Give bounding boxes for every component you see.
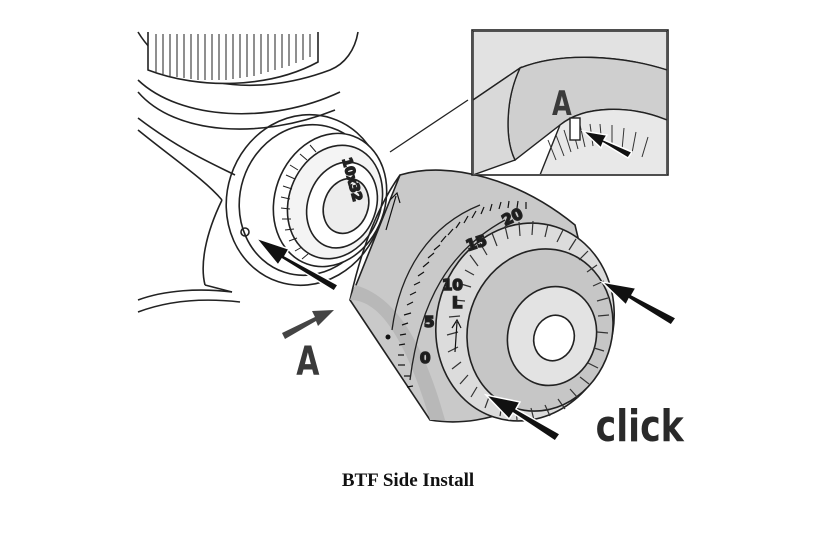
scope-body bbox=[137, 31, 385, 313]
dial-letter-L: L bbox=[452, 293, 462, 312]
inset-label-a: A bbox=[552, 84, 572, 124]
index-dot bbox=[385, 334, 391, 340]
inset-leader-line bbox=[389, 99, 469, 153]
dial-number-10: 10 bbox=[442, 276, 463, 294]
top-knurl bbox=[155, 34, 311, 80]
dial-number-5: 5 bbox=[424, 313, 434, 331]
arrow-to-knob-bottom-icon bbox=[483, 393, 562, 443]
arrow-to-turret-base-icon bbox=[253, 236, 340, 293]
click-label: click bbox=[596, 401, 686, 452]
arrow-to-knob-top-icon bbox=[599, 280, 678, 327]
dial-index-arrow-icon bbox=[451, 318, 462, 353]
dial-ticks bbox=[398, 200, 527, 388]
side-label-a: A bbox=[296, 339, 320, 385]
figure-caption: BTF Side Install bbox=[341, 470, 475, 491]
turret-knob: 0 5 10 15 20 L bbox=[349, 169, 616, 423]
body-direction-arrow-icon bbox=[385, 191, 401, 231]
base-teeth bbox=[280, 144, 317, 260]
turret-base: 10x32 bbox=[272, 132, 388, 268]
arrow-side-a-icon bbox=[282, 310, 334, 339]
arrow-inset-a-icon bbox=[580, 129, 634, 160]
dial-number-0: 0 bbox=[420, 349, 430, 367]
